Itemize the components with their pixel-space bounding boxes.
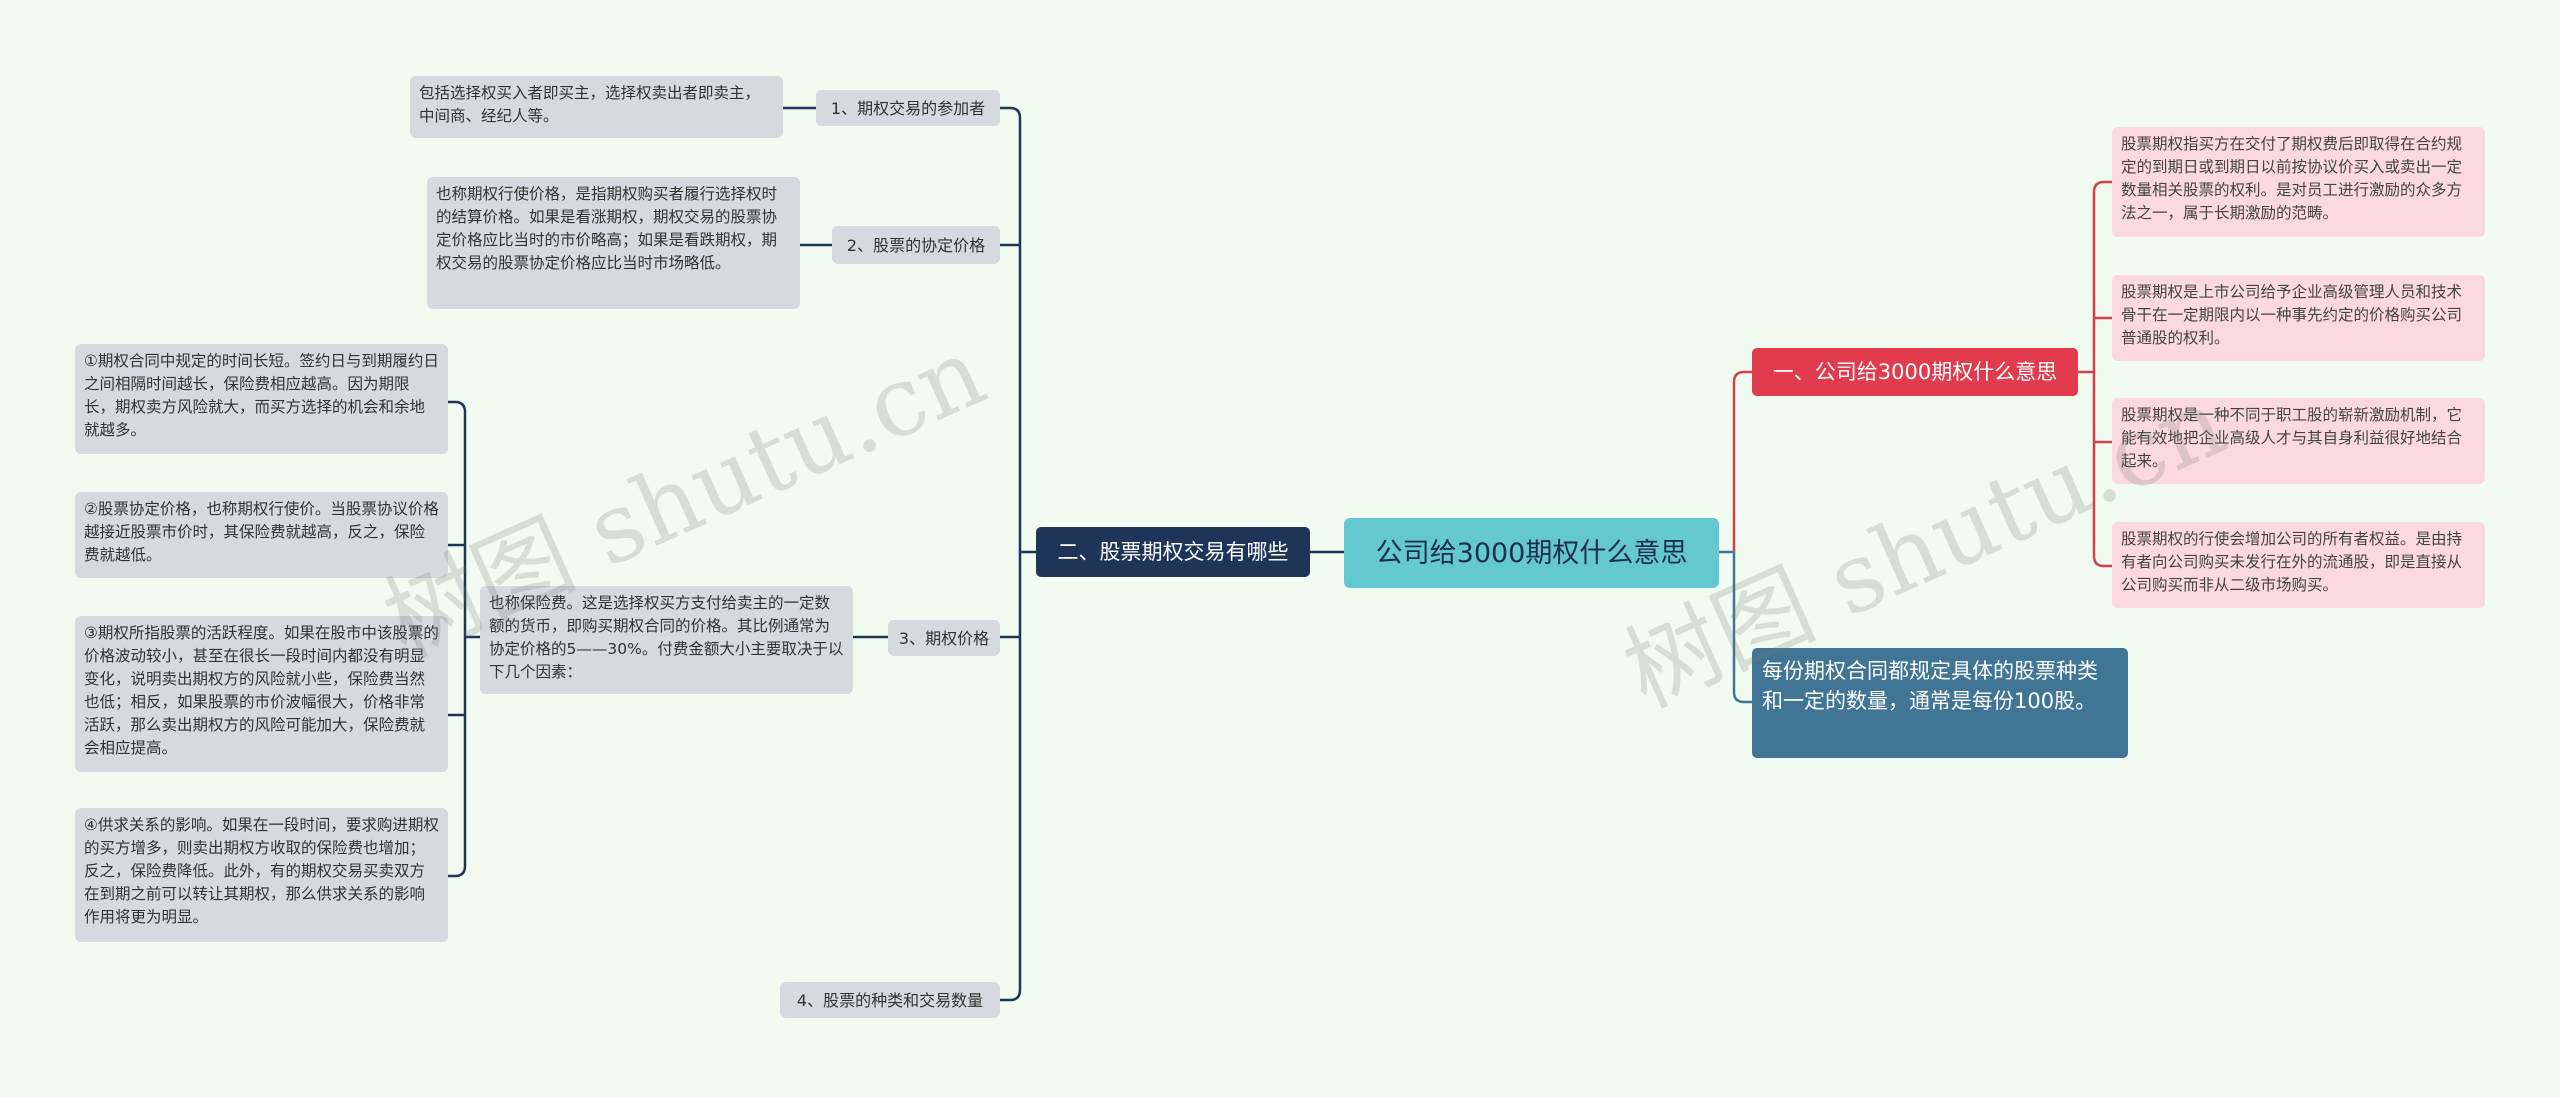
- detail-text: 也称期权行使价格，是指期权购买者履行选择权时的结算价格。如果是看涨期权，期权交易…: [436, 185, 778, 272]
- branch-contract-quantity[interactable]: 每份期权合同都规定具体的股票种类和一定的数量，通常是每份100股。: [1752, 648, 2128, 758]
- factor-duration: ①期权合同中规定的时间长短。签约日与到期履约日之间相隔时间越长，保险费相应越高。…: [75, 344, 448, 454]
- leaf-equity: 股票期权的行使会增加公司的所有者权益。是由持有者向公司购买未发行在外的流通股，即…: [2112, 522, 2485, 608]
- detail-option-price: 也称保险费。这是选择权买方支付给卖主的一定数额的货币，即购买期权合同的价格。其比…: [480, 586, 853, 694]
- item-participants[interactable]: 1、期权交易的参加者: [816, 90, 1000, 126]
- item-label: 4、股票的种类和交易数量: [796, 990, 984, 1010]
- detail-text: 包括选择权买入者即买主，选择权卖出者即卖主，中间商、经纪人等。: [419, 84, 761, 125]
- link-factors: [448, 400, 480, 878]
- detail-strike-price: 也称期权行使价格，是指期权购买者履行选择权时的结算价格。如果是看涨期权，期权交易…: [427, 177, 800, 309]
- link-right-blue: [1732, 552, 1752, 704]
- item-strike-price[interactable]: 2、股票的协定价格: [832, 226, 1000, 264]
- branch-label: 每份期权合同都规定具体的股票种类和一定的数量，通常是每份100股。: [1762, 659, 2098, 713]
- branch-label: 一、公司给3000期权什么意思: [1772, 359, 2058, 384]
- item-label: 2、股票的协定价格: [846, 235, 986, 255]
- item-stock-type-quantity[interactable]: 4、股票的种类和交易数量: [780, 982, 1000, 1018]
- leaf-listed-company: 股票期权是上市公司给予企业高级管理人员和技术骨干在一定期限内以一种事先约定的价格…: [2112, 275, 2485, 361]
- link-left-trunk: [1000, 106, 1036, 1002]
- branch-meaning[interactable]: 一、公司给3000期权什么意思: [1752, 348, 2078, 396]
- leaf-text: 股票期权的行使会增加公司的所有者权益。是由持有者向公司购买未发行在外的流通股，即…: [2121, 530, 2463, 594]
- root-topic[interactable]: 公司给3000期权什么意思: [1344, 518, 1719, 588]
- branch-label: 二、股票期权交易有哪些: [1057, 539, 1289, 564]
- item-option-price[interactable]: 3、期权价格: [888, 620, 1000, 656]
- leaf-text: 股票期权指买方在交付了期权费后即取得在合约规定的到期日或到期日以前按协议价买入或…: [2121, 135, 2463, 222]
- leaf-text: 股票期权是一种不同于职工股的崭新激励机制，它能有效地把企业高级人才与其自身利益很…: [2121, 406, 2463, 470]
- factor-strike-price: ②股票协定价格，也称期权行使价。当股票协议价格越接近股票市价时，其保险费就越高，…: [75, 492, 448, 578]
- item-label: 3、期权价格: [898, 628, 990, 648]
- branch-option-trading[interactable]: 二、股票期权交易有哪些: [1036, 527, 1310, 577]
- item-label: 1、期权交易的参加者: [830, 98, 986, 118]
- root-label: 公司给3000期权什么意思: [1375, 537, 1688, 569]
- factor-activity: ③期权所指股票的活跃程度。如果在股市中该股票的价格波动较小，甚至在很长一段时间内…: [75, 616, 448, 772]
- detail-participants: 包括选择权买入者即买主，选择权卖出者即卖主，中间商、经纪人等。: [410, 76, 783, 138]
- link-pink-leaves: [2078, 180, 2112, 568]
- factor-supply-demand: ④供求关系的影响。如果在一段时间，要求购进期权的买方增多，则卖出期权方收取的保险…: [75, 808, 448, 942]
- factor-text: ②股票协定价格，也称期权行使价。当股票协议价格越接近股票市价时，其保险费就越高，…: [84, 500, 439, 564]
- factor-text: ①期权合同中规定的时间长短。签约日与到期履约日之间相隔时间越长，保险费相应越高。…: [84, 352, 439, 439]
- factor-text: ④供求关系的影响。如果在一段时间，要求购进期权的买方增多，则卖出期权方收取的保险…: [84, 816, 439, 926]
- factor-text: ③期权所指股票的活跃程度。如果在股市中该股票的价格波动较小，甚至在很长一段时间内…: [84, 624, 439, 757]
- leaf-definition: 股票期权指买方在交付了期权费后即取得在合约规定的到期日或到期日以前按协议价买入或…: [2112, 127, 2485, 237]
- leaf-text: 股票期权是上市公司给予企业高级管理人员和技术骨干在一定期限内以一种事先约定的价格…: [2121, 283, 2463, 347]
- link-right-red: [1732, 370, 1752, 552]
- detail-text: 也称保险费。这是选择权买方支付给卖主的一定数额的货币，即购买期权合同的价格。其比…: [489, 594, 844, 681]
- leaf-incentive: 股票期权是一种不同于职工股的崭新激励机制，它能有效地把企业高级人才与其自身利益很…: [2112, 398, 2485, 484]
